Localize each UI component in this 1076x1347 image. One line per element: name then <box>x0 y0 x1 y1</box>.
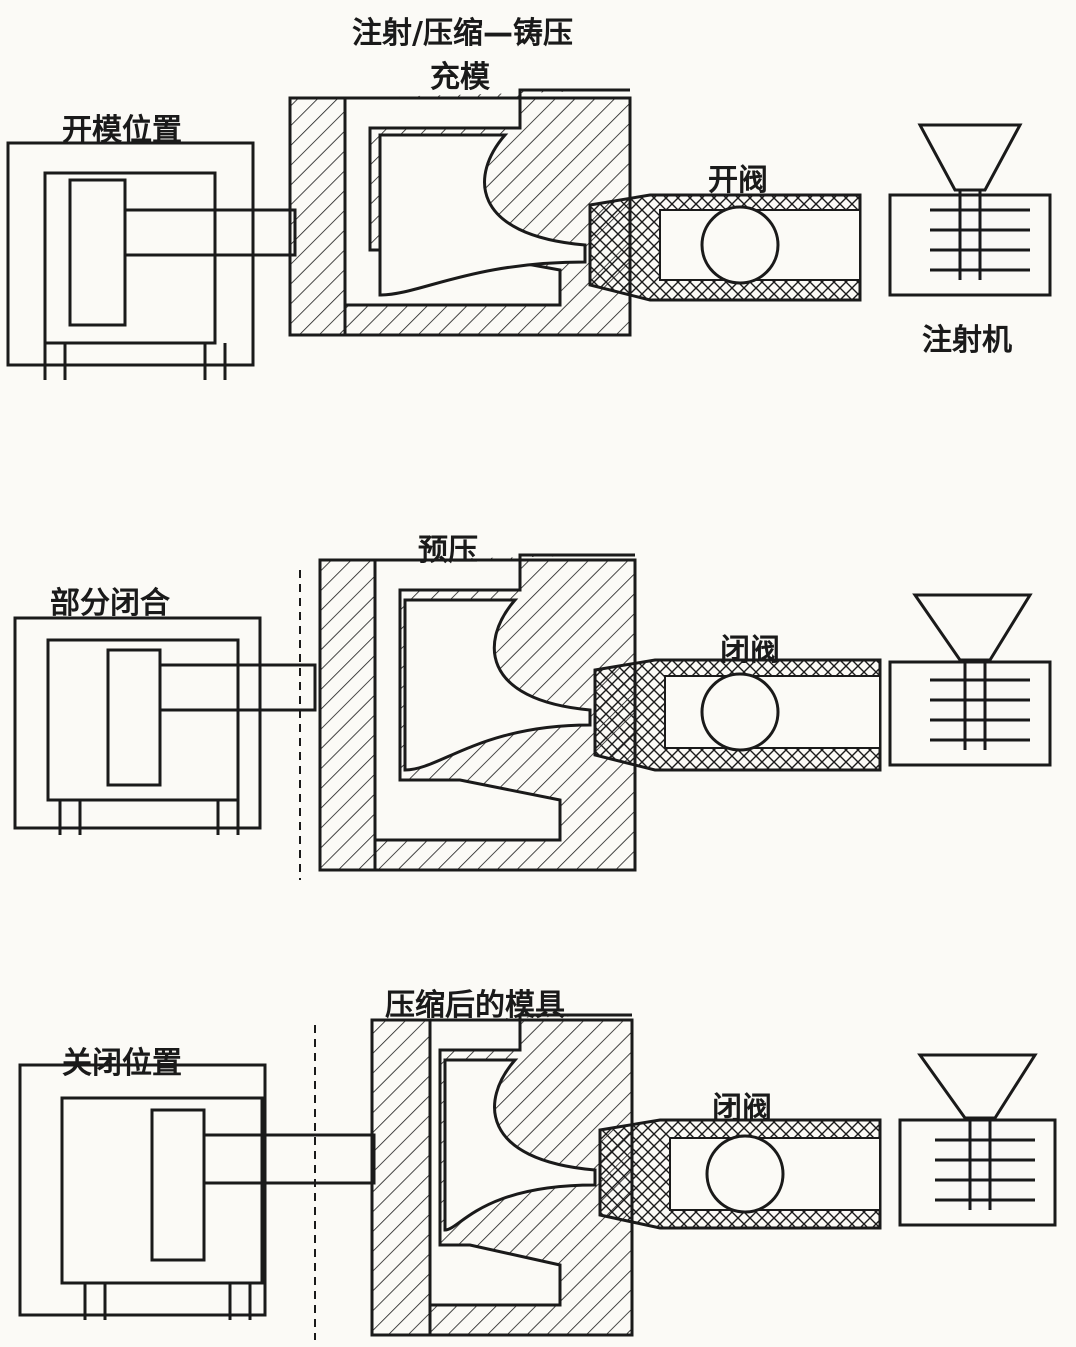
stage-3-valve-label: 闭阀 <box>712 1091 772 1126</box>
stage-1-open-mold <box>6 88 1052 380</box>
valve-nozzle <box>593 658 882 772</box>
diagram-title: 注射/压缩—铸压 <box>352 16 573 51</box>
stage-1-valve-label: 开阀 <box>708 163 768 198</box>
injection-machine <box>888 593 1052 767</box>
stage-2-partial-close <box>13 553 1052 880</box>
injection-machine <box>888 123 1052 297</box>
valve-nozzle <box>588 193 862 302</box>
clamp-unit <box>13 616 317 835</box>
stage-3-stage-label: 压缩后的模具 <box>385 988 565 1023</box>
valve-nozzle <box>598 1118 882 1230</box>
stage-3-position-label: 关闭位置 <box>62 1046 182 1081</box>
mold-halves <box>288 88 632 337</box>
mold-halves <box>370 1013 634 1337</box>
stage-2-position-label: 部分闭合 <box>50 586 170 621</box>
stage-2-stage-label: 预压 <box>418 533 478 568</box>
clamp-unit <box>6 141 297 380</box>
mold-halves <box>318 553 637 872</box>
stage-1-stage-label: 充模 <box>430 60 490 95</box>
injection-machine <box>898 1053 1057 1227</box>
stage-1-position-label: 开模位置 <box>62 113 182 148</box>
injection-machine-label: 注射机 <box>922 323 1012 358</box>
stage-3-closed <box>18 1013 1057 1340</box>
clamp-unit <box>18 1063 376 1320</box>
stage-2-valve-label: 闭阀 <box>720 633 780 668</box>
